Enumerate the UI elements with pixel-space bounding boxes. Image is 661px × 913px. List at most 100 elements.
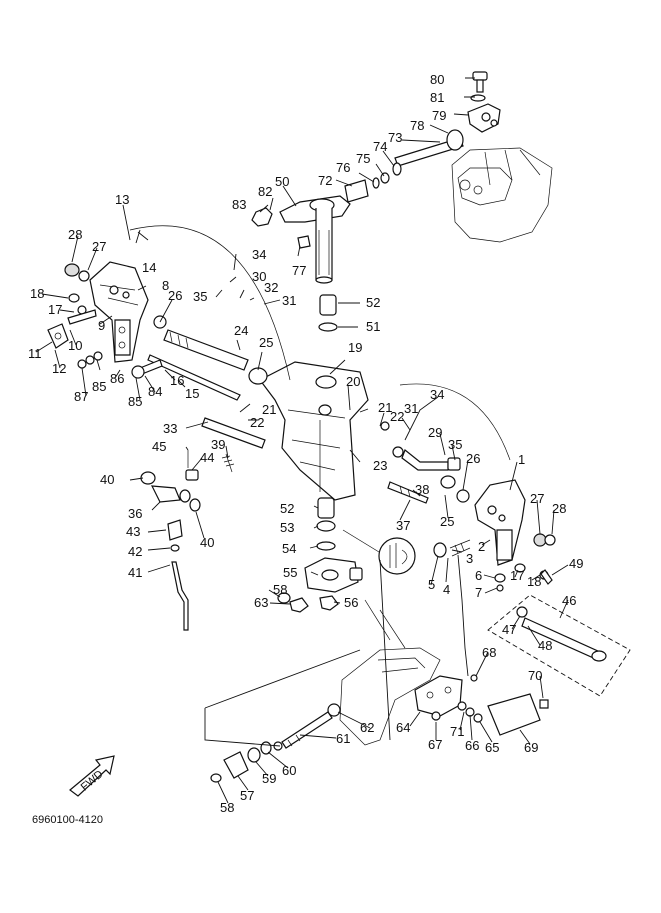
lower-bushings-block	[304, 497, 363, 593]
swivel-bracket	[259, 361, 369, 501]
callout-27-right: 27	[530, 491, 544, 506]
rod-41	[171, 561, 189, 631]
callout-46: 46	[562, 593, 576, 608]
callout-52-lower: 52	[280, 501, 294, 516]
callout-53: 53	[280, 520, 294, 535]
top-bolt-assembly	[467, 71, 501, 133]
callout-18-right: 18	[527, 574, 541, 589]
callout-57: 57	[240, 788, 254, 803]
callout-64: 64	[396, 720, 410, 735]
callout-66: 66	[465, 738, 479, 753]
nut-83-bolt-77	[251, 207, 311, 249]
callout-labels: 80 81 79 78 73 74 75 76 72 50 82 83 77 1…	[28, 72, 583, 815]
callout-13: 13	[115, 192, 129, 207]
shaft-61	[273, 703, 341, 751]
callout-21-left: 21	[262, 402, 276, 417]
callout-59: 59	[262, 771, 276, 786]
callout-69: 69	[524, 740, 538, 755]
callout-31-top: 31	[282, 293, 296, 308]
kit-46-box	[487, 594, 631, 697]
callout-76: 76	[336, 160, 350, 175]
callout-50: 50	[275, 174, 289, 189]
callout-49: 49	[569, 556, 583, 571]
fwd-arrow	[69, 755, 115, 797]
callout-51: 51	[366, 319, 380, 334]
steering-shaft-73	[344, 129, 464, 203]
callout-78: 78	[410, 118, 424, 133]
callout-17-right: 17	[510, 568, 524, 583]
callout-10: 10	[68, 338, 82, 353]
callout-31-right: 31	[404, 401, 418, 416]
callout-72: 72	[318, 173, 332, 188]
callout-85-upper: 85	[92, 379, 106, 394]
callout-1: 1	[518, 452, 525, 467]
callout-65: 65	[485, 740, 499, 755]
callout-41: 41	[128, 565, 142, 580]
tilt-tube-24	[147, 315, 268, 401]
callout-86: 86	[110, 371, 124, 386]
callout-48: 48	[538, 638, 552, 653]
clamp-nuts-left	[64, 263, 90, 315]
parts-6-7-17-18-49	[494, 563, 553, 592]
callout-68: 68	[482, 645, 496, 660]
callout-63: 63	[254, 595, 268, 610]
engine-silhouette	[451, 147, 553, 243]
callout-29: 29	[428, 425, 442, 440]
callout-75: 75	[356, 151, 370, 166]
callout-17-left: 17	[48, 302, 62, 317]
callout-87: 87	[74, 389, 88, 404]
callout-21-right: 21	[378, 400, 392, 415]
callout-43: 43	[126, 524, 140, 539]
callout-32: 32	[264, 280, 278, 295]
callout-85-lower: 85	[128, 394, 142, 409]
callout-26-right: 26	[466, 451, 480, 466]
callout-24: 24	[234, 323, 248, 338]
callout-60: 60	[282, 763, 296, 778]
callout-22-right: 22	[390, 409, 404, 424]
parts-2-5	[433, 539, 471, 558]
callout-71: 71	[450, 724, 464, 739]
callout-40-lower: 40	[200, 535, 214, 550]
callout-73: 73	[388, 130, 402, 145]
callout-44: 44	[200, 450, 214, 465]
leader-lines	[35, 77, 569, 804]
callout-26-left: 26	[168, 288, 182, 303]
callout-5: 5	[428, 577, 435, 592]
callout-28-right: 28	[552, 501, 566, 516]
callout-80: 80	[430, 72, 444, 87]
callout-77: 77	[292, 263, 306, 278]
callout-47: 47	[502, 622, 516, 637]
shift-unit-64	[414, 674, 549, 736]
parts-57-60	[210, 741, 272, 783]
bushings-52-51	[318, 294, 338, 332]
callout-33: 33	[163, 421, 177, 436]
callout-4: 4	[443, 582, 450, 597]
callout-3: 3	[466, 551, 473, 566]
callout-79: 79	[432, 108, 446, 123]
callout-61: 61	[336, 731, 350, 746]
callout-18-left: 18	[30, 286, 44, 301]
callout-20: 20	[346, 374, 360, 389]
callout-74: 74	[373, 139, 387, 154]
callout-42: 42	[128, 544, 142, 559]
callout-58-lower: 58	[220, 800, 234, 815]
callout-28-left: 28	[68, 227, 82, 242]
callout-38: 38	[415, 482, 429, 497]
callout-9: 9	[98, 318, 105, 333]
callout-7: 7	[475, 585, 482, 600]
clamp-bracket-left	[89, 261, 149, 363]
callout-40-upper: 40	[100, 472, 114, 487]
callout-82: 82	[258, 184, 272, 199]
callout-30: 30	[252, 269, 266, 284]
inset-detail	[342, 529, 416, 575]
callout-83: 83	[232, 197, 246, 212]
steering-arm-50	[279, 195, 351, 284]
tilt-lever-parts	[140, 450, 201, 552]
callout-25-top: 25	[259, 335, 273, 350]
lower-unit-silhouette	[339, 599, 441, 746]
callout-6: 6	[475, 568, 482, 583]
callout-14: 14	[142, 260, 156, 275]
callout-62: 62	[360, 720, 374, 735]
clamp-screw-left	[47, 309, 97, 349]
